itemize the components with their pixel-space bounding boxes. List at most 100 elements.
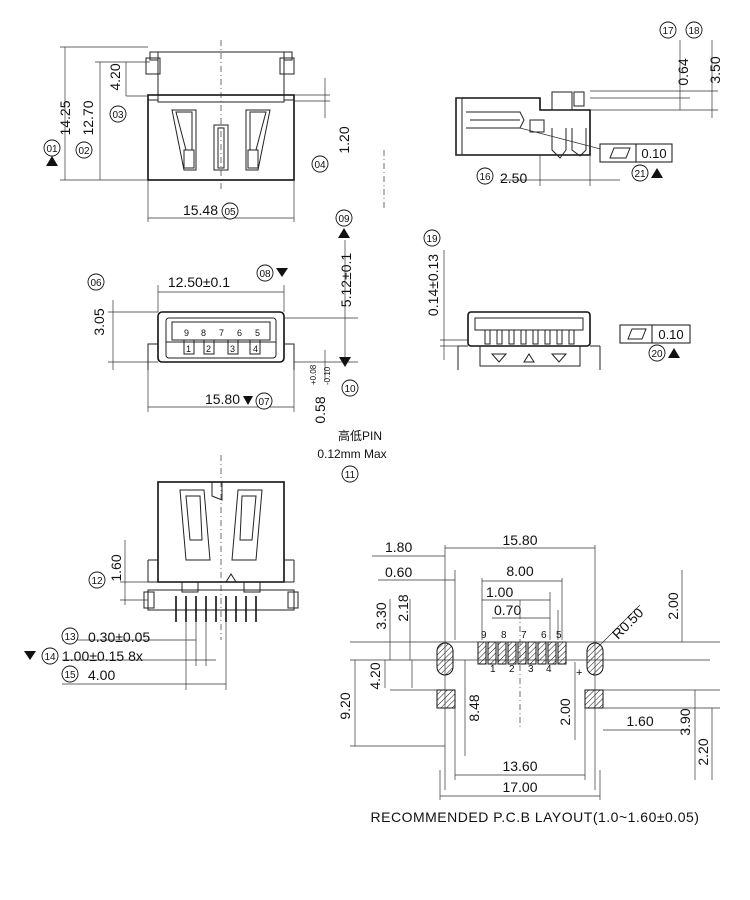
pcb-pin-2: 2 (509, 664, 515, 675)
flatness-value-0-10-a: 0.10 (641, 146, 666, 161)
pcb-plus-mark: + (576, 667, 582, 679)
balloon-03: 03 (112, 110, 124, 121)
pcb-signal-pads (477, 641, 567, 665)
datum-triangle-icon (338, 228, 350, 238)
datum-triangle-icon (668, 348, 680, 358)
pcb-dim-r0-50: R0.50 (609, 604, 647, 642)
pcb-dim-13-60: 13.60 (502, 758, 537, 774)
flatness-icon (609, 147, 631, 159)
flatness-icon (627, 328, 647, 340)
pcb-dim-2-18: 2.18 (395, 594, 411, 621)
pcb-pin-7: 7 (521, 630, 527, 641)
dim-5-12: 5.12±0.1 (338, 253, 354, 308)
balloon-16: 16 (479, 172, 491, 183)
dim-0-14: 0.14±0.13 (425, 254, 441, 316)
datum-down-triangle-icon (24, 651, 36, 660)
dim-3-05: 3.05 (91, 308, 107, 335)
pcb-pin-9: 9 (481, 630, 487, 641)
pcb-pin-5: 5 (556, 630, 562, 641)
balloon-08: 08 (259, 269, 271, 280)
pcb-dim-0-60: 0.60 (385, 564, 412, 580)
balloon-17: 17 (662, 26, 674, 37)
dim-0-58-tol-dn: -0.10 (323, 366, 332, 385)
top-view: 14.25 12.70 4.20 1.20 15.48 01 02 03 04 … (43, 40, 385, 222)
front-view: 9 8 7 6 5 1 2 3 4 12.50±0.1 3.05 5.12±0.… (87, 209, 387, 483)
pcb-caption: RECOMMENDED P.C.B LAYOUT(1.0~1.60±0.05) (371, 809, 700, 825)
datum-down-triangle-icon (276, 268, 288, 277)
balloon-09: 09 (338, 214, 350, 225)
front-pin-2: 2 (206, 344, 211, 354)
pcb-dim-8-00: 8.00 (506, 563, 533, 579)
balloon-10: 10 (344, 384, 356, 395)
pcb-dim-8-48: 8.48 (466, 694, 482, 721)
front-pin-4: 4 (253, 344, 258, 354)
pcb-dim-15-80: 15.80 (502, 532, 537, 548)
datum-down-triangle-icon (243, 396, 253, 405)
balloon-06: 06 (90, 278, 102, 289)
balloon-13: 13 (64, 632, 76, 643)
pcb-pin-8: 8 (501, 630, 507, 641)
front-pin-9: 9 (184, 328, 189, 338)
dim-0-58: 0.58 (312, 396, 328, 423)
bottom-view-pins (175, 596, 257, 622)
pcb-dim-0-70: 0.70 (494, 602, 521, 618)
rear-view: 0.14±0.13 19 0.10 20 (423, 229, 691, 370)
front-pin-5: 5 (255, 328, 260, 338)
dim-15-80-a: 15.80 (205, 391, 240, 407)
flatness-value-0-10-b: 0.10 (658, 327, 683, 342)
dim-0-30: 0.30±0.05 (88, 629, 150, 645)
note-pin-max: 0.12mm Max (317, 447, 386, 461)
balloon-21: 21 (634, 169, 646, 180)
dim-2-50: 2.50 (500, 170, 527, 186)
balloon-11: 11 (345, 470, 356, 481)
note-high-low-pin: 高低PIN (338, 428, 382, 443)
front-pin-6: 6 (237, 328, 242, 338)
pcb-pin-1: 1 (490, 664, 496, 675)
front-pin-8: 8 (201, 328, 206, 338)
pcb-dim-1-60: 1.60 (626, 713, 653, 729)
balloon-19: 19 (426, 234, 438, 245)
balloon-12: 12 (91, 576, 103, 587)
pcb-pin-6: 6 (541, 630, 547, 641)
dim-0-58-tol-up: +0.08 (309, 364, 318, 385)
pcb-dim-4-20: 4.20 (367, 662, 383, 689)
dim-4-00: 4.00 (88, 667, 115, 683)
pcb-layout: 9 8 7 6 5 1 2 3 4 + (337, 532, 720, 825)
dim-1-00-8x: 1.00±0.15 8x (62, 648, 143, 664)
pcb-dim-1-00: 1.00 (486, 584, 513, 600)
balloon-20: 20 (651, 349, 663, 360)
front-pin-7: 7 (219, 328, 224, 338)
balloon-15: 15 (64, 670, 76, 681)
dim-4-20: 4.20 (107, 63, 123, 90)
pcb-dim-9-20: 9.20 (337, 692, 353, 719)
dim-14-25: 14.25 (57, 100, 73, 135)
dim-12-70: 12.70 (80, 100, 96, 135)
dim-12-50: 12.50±0.1 (168, 274, 230, 290)
pcb-dim-2-20: 2.20 (695, 738, 711, 765)
datum-triangle-icon (46, 156, 58, 166)
dim-3-50: 3.50 (707, 56, 723, 83)
datum-triangle-icon (651, 168, 663, 178)
bottom-view: 1.60 0.30±0.05 1.00±0.15 8x 4.00 12 13 1… (24, 455, 299, 690)
balloon-05: 05 (224, 207, 236, 218)
pcb-pin-4: 4 (546, 664, 552, 675)
pcb-dim-1-80: 1.80 (385, 539, 412, 555)
pcb-dim-3-30: 3.30 (373, 602, 389, 629)
balloon-02: 02 (78, 146, 90, 157)
balloon-01: 01 (46, 144, 58, 155)
dim-1-20: 1.20 (336, 126, 352, 153)
balloon-07: 07 (258, 397, 270, 408)
datum-triangle-icon (339, 357, 351, 367)
balloon-14: 14 (44, 652, 56, 663)
pcb-pin-3: 3 (528, 664, 534, 675)
side-view: 0.64 3.50 2.50 0.10 17 18 16 21 (455, 21, 723, 186)
front-pin-1: 1 (186, 344, 191, 354)
dim-1-60: 1.60 (108, 554, 124, 581)
balloon-04: 04 (314, 160, 326, 171)
front-pin-3: 3 (230, 344, 235, 354)
dim-15-48: 15.48 (183, 202, 218, 218)
pcb-dim-2-00-a: 2.00 (665, 592, 681, 619)
pcb-dim-17-00: 17.00 (502, 779, 537, 795)
dim-0-64: 0.64 (675, 58, 691, 85)
